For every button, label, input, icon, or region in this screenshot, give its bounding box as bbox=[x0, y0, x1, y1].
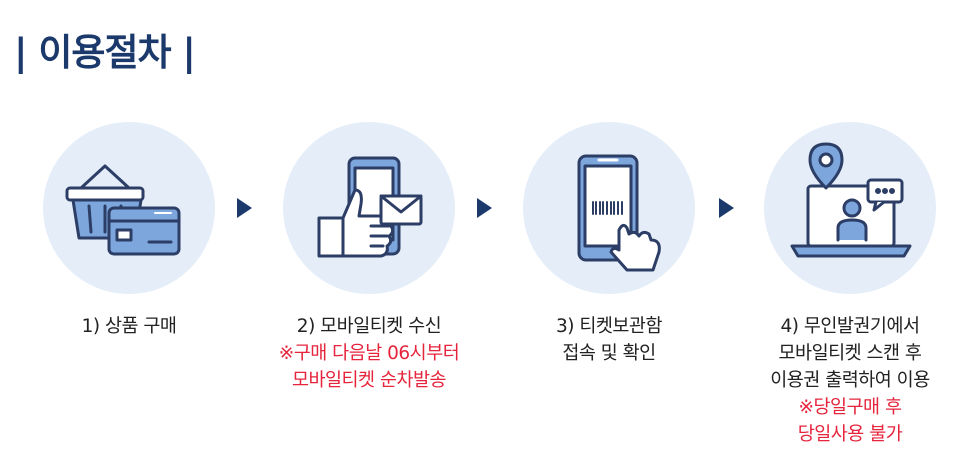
phone-thumbs-up-mail-icon bbox=[317, 156, 423, 258]
step-1-text: 1) 상품 구매 bbox=[14, 313, 244, 340]
kiosk-location-person-icon bbox=[790, 142, 912, 258]
step-3-text: 3) 티켓보관함 접속 및 확인 bbox=[494, 313, 724, 367]
step-4-circle bbox=[764, 122, 936, 294]
shopping-basket-card-icon bbox=[65, 164, 181, 256]
step-4-text: 4) 무인발권기에서 모바일티켓 스캔 후 이용권 출력하여 이용 ※당일구매 … bbox=[735, 313, 965, 448]
step-4-note: ※당일구매 후 bbox=[798, 397, 902, 418]
arrow-right-icon bbox=[719, 198, 734, 218]
step-2-note: ※구매 다음날 06시부터 bbox=[278, 343, 460, 364]
step-2-line: 2) 모바일티켓 수신 bbox=[296, 316, 442, 337]
arrow-right-icon bbox=[237, 198, 252, 218]
step-2-note: 모바일티켓 순차발송 bbox=[291, 370, 447, 391]
step-1-circle bbox=[43, 122, 215, 294]
step-2-circle bbox=[283, 122, 455, 294]
step-2-text: 2) 모바일티켓 수신 ※구매 다음날 06시부터 모바일티켓 순차발송 bbox=[254, 313, 484, 394]
section-title: | 이용절차 | bbox=[14, 31, 196, 74]
step-4-line: 모바일티켓 스캔 후 bbox=[778, 343, 922, 364]
step-4-line: 4) 무인발권기에서 bbox=[780, 316, 920, 337]
step-3-line: 접속 및 확인 bbox=[562, 343, 656, 364]
arrow-right-icon bbox=[477, 198, 492, 218]
step-3-line: 3) 티켓보관함 bbox=[556, 316, 662, 337]
step-4-note: 당일사용 불가 bbox=[797, 424, 903, 445]
step-1-line: 1) 상품 구매 bbox=[81, 316, 177, 337]
step-3-circle bbox=[523, 122, 695, 294]
phone-barcode-tap-icon bbox=[577, 154, 661, 272]
step-4-line: 이용권 출력하여 이용 bbox=[770, 370, 930, 391]
